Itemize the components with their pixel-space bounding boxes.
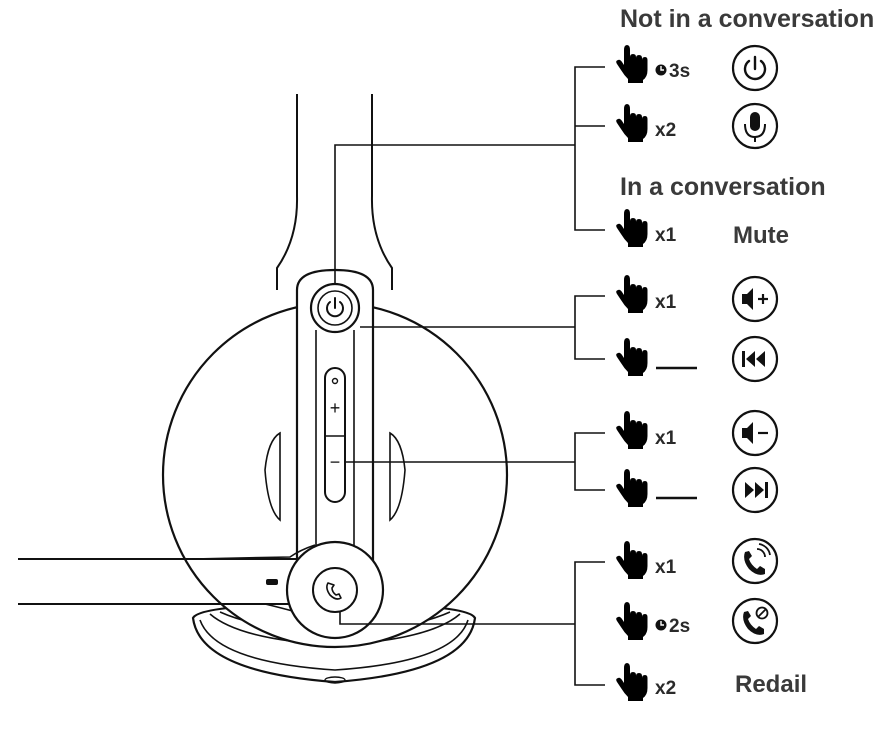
- row-reject-call: 2s: [616, 597, 779, 645]
- volume-rocker: + −: [324, 367, 346, 503]
- volume-up-mark: +: [330, 398, 341, 418]
- press-count-x2: x2: [655, 678, 676, 699]
- press-hand-icon: [616, 469, 648, 507]
- press-hand-icon: [616, 104, 648, 142]
- press-count-x2: x2: [655, 120, 676, 141]
- row-answer-call: x1: [616, 537, 779, 585]
- press-hand-icon: [616, 45, 648, 83]
- microphone-icon: [731, 102, 779, 150]
- reject-call-icon: [731, 597, 779, 645]
- press-count-x1: x1: [655, 557, 677, 578]
- hold-duration-3s: 3s: [669, 61, 690, 82]
- volume-down-icon: [731, 409, 779, 457]
- redial-label: Redail: [735, 671, 807, 698]
- row-volume-down: x1: [616, 409, 779, 457]
- headset-illustration: + −: [18, 94, 509, 684]
- row-mute: x1 Mute: [616, 209, 789, 249]
- previous-track-icon: [731, 335, 779, 383]
- row-voice-assistant: x2: [616, 102, 779, 150]
- row-next-track: [616, 466, 779, 514]
- callout-lines: [334, 66, 605, 686]
- press-hand-icon: [616, 275, 648, 313]
- row-volume-up: x1: [616, 275, 779, 323]
- press-hand-icon: [616, 411, 648, 449]
- mute-label: Mute: [733, 222, 789, 249]
- next-track-icon: [731, 466, 779, 514]
- heading-not-in-conversation: Not in a conversation: [620, 5, 874, 33]
- call-button: [285, 540, 385, 640]
- row-previous-track: [616, 335, 779, 383]
- press-hand-icon: [616, 541, 648, 579]
- press-count-x1: x1: [655, 428, 677, 449]
- clock-icon: [655, 64, 667, 76]
- power-icon: [731, 44, 779, 92]
- row-redial: x2 Redail: [616, 663, 807, 701]
- press-hand-icon: [616, 209, 648, 247]
- hold-duration-2s: 2s: [669, 616, 690, 637]
- press-hand-icon: [616, 663, 648, 701]
- heading-in-conversation: In a conversation: [620, 173, 826, 201]
- volume-up-icon: [731, 275, 779, 323]
- press-count-x1: x1: [655, 225, 677, 246]
- press-hand-icon: [616, 602, 648, 640]
- answer-call-icon: [731, 537, 779, 585]
- power-button: [309, 282, 361, 334]
- press-hand-icon: [616, 338, 648, 376]
- row-power-hold: 3s: [616, 44, 779, 92]
- volume-down-mark: −: [330, 452, 341, 472]
- press-count-x1: x1: [655, 292, 677, 313]
- clock-icon: [655, 619, 667, 631]
